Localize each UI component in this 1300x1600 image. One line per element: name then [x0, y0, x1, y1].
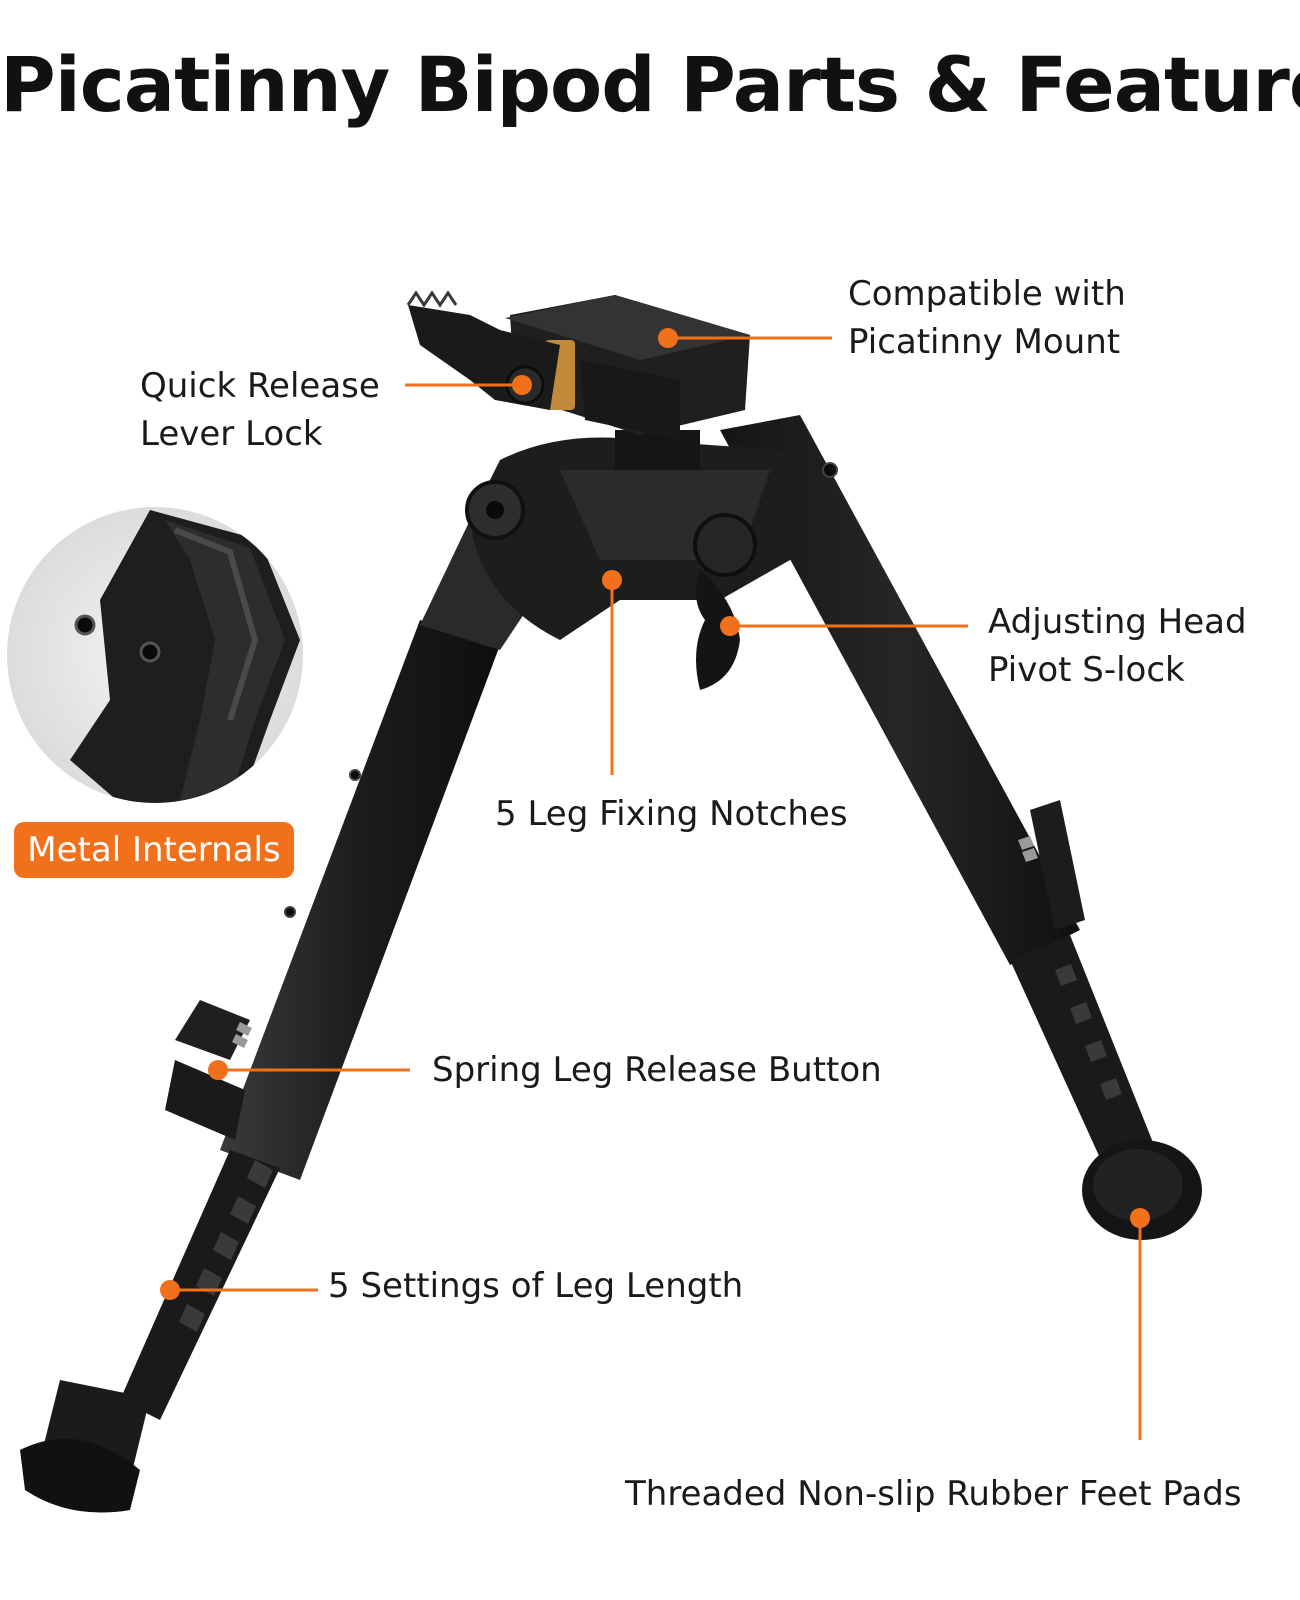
metal-internals-badge: Metal Internals	[14, 822, 294, 878]
page-title: Picatinny Bipod Parts & Features	[0, 40, 1300, 129]
callout-dot-feet-pads	[1130, 1208, 1150, 1228]
callout-dot-leg-length	[160, 1280, 180, 1300]
metal-internals-zoom	[7, 507, 303, 803]
label-compatible-line-2: Picatinny Mount	[848, 322, 1121, 362]
callout-lines	[170, 336, 1142, 1440]
label-feet-pads: Threaded Non-slip Rubber Feet Pads	[625, 1474, 1242, 1514]
callout-dots	[160, 328, 1150, 1300]
label-spring-release: Spring Leg Release Button	[432, 1050, 882, 1090]
callout-dot-compatible	[658, 328, 678, 348]
callout-dot-quick-release	[512, 375, 532, 395]
label-adjusting-head-line-2: Pivot S-lock	[988, 650, 1185, 690]
label-adjusting-head: Adjusting Head Pivot S-lock	[988, 598, 1247, 694]
label-fixing-notches: 5 Leg Fixing Notches	[495, 794, 848, 834]
callout-dot-spring-release	[208, 1060, 228, 1080]
callout-dot-adjusting-head	[720, 616, 740, 636]
label-quick-release-line-2: Lever Lock	[140, 414, 323, 454]
bipod-head	[465, 430, 808, 690]
label-quick-release-line-1: Quick Release	[140, 366, 380, 406]
right-leg	[720, 415, 1202, 1240]
label-leg-length: 5 Settings of Leg Length	[328, 1266, 744, 1306]
label-adjusting-head-line-1: Adjusting Head	[988, 602, 1247, 642]
label-compatible: Compatible with Picatinny Mount	[848, 270, 1126, 366]
label-quick-release: Quick Release Lever Lock	[140, 362, 380, 458]
callout-dot-fixing-notches	[602, 570, 622, 590]
picatinny-clamp	[406, 290, 750, 440]
label-compatible-line-1: Compatible with	[848, 274, 1126, 314]
